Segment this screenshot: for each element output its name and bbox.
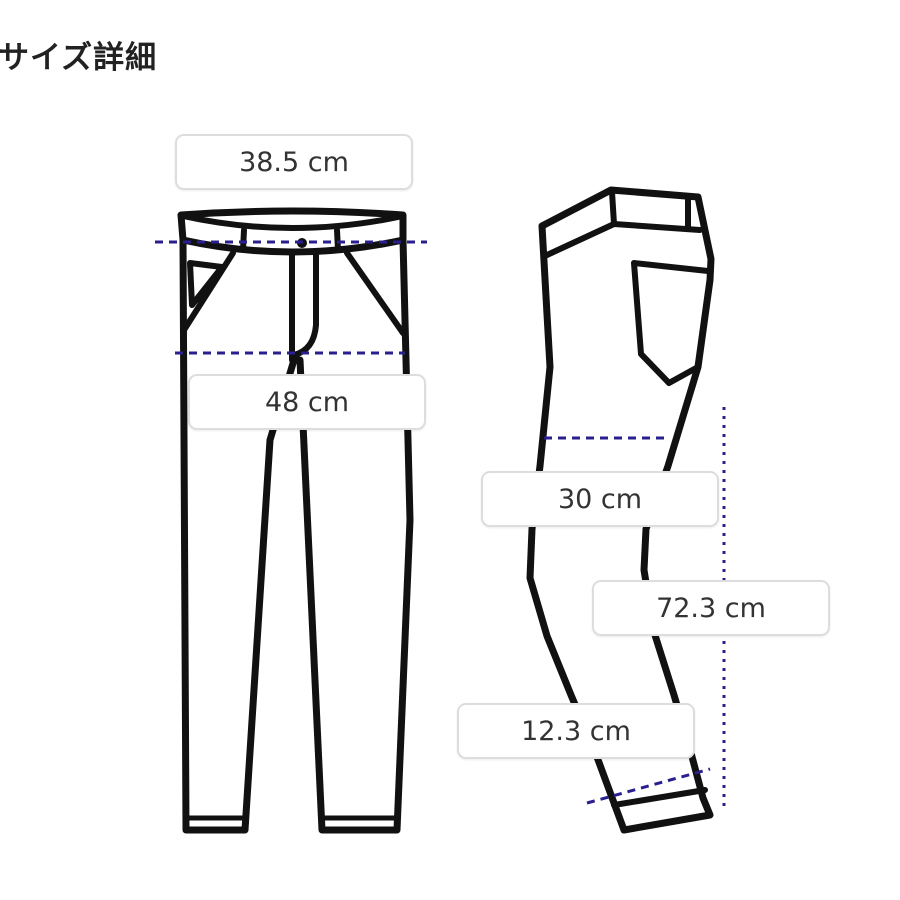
- inseam-label: 72.3 cm: [592, 580, 830, 636]
- hip-value: 48 cm: [264, 386, 350, 418]
- hip-label: 48 cm: [188, 374, 426, 430]
- front-pants-illustration: [177, 207, 414, 834]
- inseam-value: 72.3 cm: [656, 592, 766, 624]
- hem-label: 12.3 cm: [457, 703, 695, 759]
- page-title: サイズ詳細: [0, 40, 158, 76]
- hem-measure-line: [586, 767, 711, 805]
- waist-label: 38.5 cm: [175, 134, 413, 190]
- thigh-value: 30 cm: [557, 483, 643, 515]
- waist-value: 38.5 cm: [239, 146, 349, 178]
- hem-value: 12.3 cm: [521, 715, 631, 747]
- thigh-label: 30 cm: [481, 471, 719, 527]
